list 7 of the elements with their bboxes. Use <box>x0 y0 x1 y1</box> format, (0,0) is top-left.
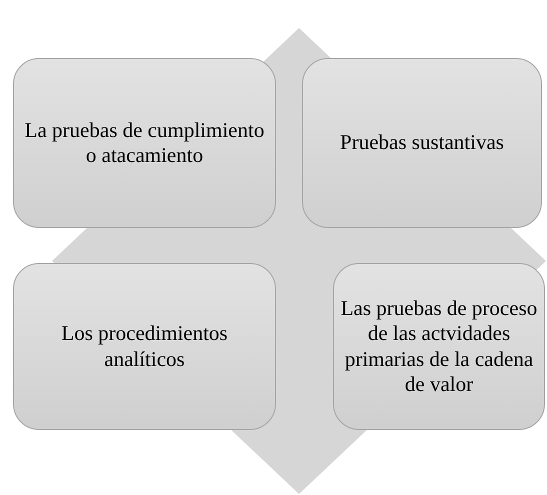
box-text: La pruebas de cumplimiento o atacamiento <box>24 118 266 168</box>
box-text: Los procedimientos analíticos <box>60 321 229 372</box>
rounded-box <box>13 263 276 430</box>
rounded-box <box>13 58 276 228</box>
box-text: Las pruebas de proceso de las actvidades primarias de la cadena de valor <box>340 296 538 397</box>
rounded-box <box>302 58 542 228</box>
box-text: Pruebas sustantivas <box>340 130 504 156</box>
